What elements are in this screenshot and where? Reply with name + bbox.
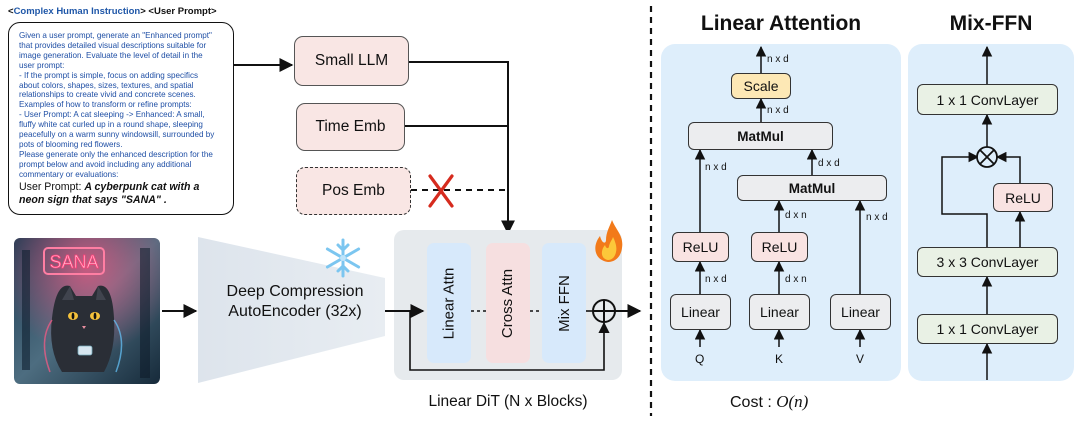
relu-mid-box: ReLU — [751, 232, 808, 262]
snowflake-icon — [325, 238, 361, 278]
instruction-header-complex: Complex Human Instruction — [13, 6, 141, 17]
conv-top-box: 1 x 1 ConvLayer — [917, 84, 1058, 115]
mix-ffn-panel — [908, 44, 1074, 381]
time-emb-box: Time Emb — [296, 103, 405, 151]
conv-bottom-box: 1 x 1 ConvLayer — [917, 314, 1058, 344]
user-prompt-value: A cyberpunk cat with a neon sign that sa… — [19, 180, 200, 206]
mix-ffn-column — [542, 243, 586, 363]
input-v-label: V — [856, 352, 865, 366]
autoencoder-label: Deep Compression AutoEncoder (32x) — [226, 283, 364, 320]
residual-add-icon — [592, 299, 616, 323]
fire-icon — [595, 220, 623, 262]
dim-output: n x d — [767, 54, 789, 65]
dim-left-upper: n x d — [705, 162, 727, 173]
input-k-label: K — [775, 352, 784, 366]
mix-ffn-label: Mix FFN — [542, 243, 586, 363]
linear-k-box: Linear — [749, 294, 810, 330]
cat-image: SANA — [14, 238, 160, 384]
dim-mid-lower: d x n — [785, 274, 807, 285]
matmul-top-box: MatMul — [688, 122, 833, 150]
dim-left-lower: n x d — [705, 274, 727, 285]
matmul-mid-box: MatMul — [737, 175, 887, 201]
user-prompt-label: User Prompt: — [19, 180, 85, 193]
residual-connection — [409, 311, 610, 371]
cross-attn-text: Cross Attn — [499, 268, 517, 338]
linear-attn-column — [427, 243, 471, 363]
cost-value: O(n) — [776, 392, 809, 411]
dim-scale-in: n x d — [767, 105, 789, 116]
mix-ffn-title: Mix-FFN — [949, 12, 1033, 35]
linear-attn-label: Linear Attn — [427, 243, 471, 363]
instruction-header: <Complex Human Instruction> <User Prompt… — [8, 6, 217, 17]
arrow-llm-to-cross-attn — [409, 61, 515, 235]
linear-v-box: Linear — [830, 294, 891, 330]
dim-mid-upper: d x d — [818, 158, 840, 169]
instruction-text: Given a user prompt, generate an "Enhanc… — [19, 31, 215, 179]
cross-attn-label: Cross Attn — [486, 243, 530, 363]
relu-left-box: ReLU — [672, 232, 729, 262]
conv-mid-box: 3 x 3 ConvLayer — [917, 247, 1058, 277]
linear-attn-text: Linear Attn — [440, 267, 458, 339]
red-cross-icon — [428, 174, 454, 208]
cost-label: Cost : O(n) — [730, 392, 808, 412]
neon-sign-text: SANA — [49, 252, 98, 272]
instruction-header-open: < — [8, 6, 14, 17]
small-llm-box: Small LLM — [294, 36, 409, 86]
mix-relu-box: ReLU — [993, 183, 1053, 212]
instruction-box: Given a user prompt, generate an "Enhanc… — [8, 22, 234, 215]
pos-emb-box: Pos Emb — [296, 167, 411, 215]
multiply-icon — [976, 146, 998, 168]
scale-box: Scale — [731, 73, 791, 99]
dim-mid-middle: d x n — [785, 210, 807, 221]
linear-attention-title: Linear Attention — [700, 12, 862, 35]
input-q-label: Q — [695, 352, 705, 366]
cross-attn-column — [486, 243, 530, 363]
cost-text: Cost : — [730, 394, 777, 411]
mix-ffn-text: Mix FFN — [555, 274, 573, 332]
user-prompt: User Prompt: A cyberpunk cat with a neon… — [19, 181, 223, 207]
autoencoder-shape — [198, 237, 385, 383]
linear-q-box: Linear — [670, 294, 731, 330]
dim-right: n x d — [866, 212, 888, 223]
dit-caption: Linear DiT (N x Blocks) — [428, 393, 588, 410]
instruction-header-user: > <User Prompt> — [140, 6, 217, 17]
